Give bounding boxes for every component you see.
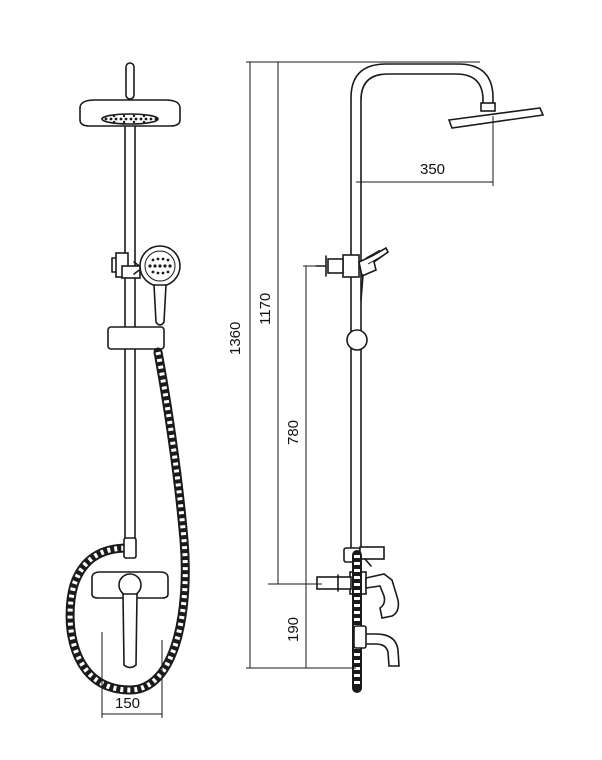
dim-150-label: 150	[115, 695, 140, 712]
front-hand-shower-holder	[111, 252, 143, 279]
front-shower-hose	[65, 347, 190, 695]
front-mixer-body	[91, 571, 169, 599]
dim-1360-label: 1360	[227, 322, 244, 355]
side-bath-spout	[361, 633, 400, 667]
side-head-connector	[480, 102, 496, 112]
side-view: 350	[315, 63, 545, 693]
side-slide-ball	[346, 329, 368, 351]
front-lower-connector	[123, 537, 137, 559]
side-hand-shower-holder	[315, 246, 390, 301]
front-lever-spout	[122, 593, 138, 669]
dim-1170-label: 1170	[257, 293, 274, 325]
dimension-lines	[246, 61, 480, 669]
dim-150-lines	[101, 632, 163, 718]
front-rain-head-nozzles	[104, 114, 158, 124]
dim-780-label: 780	[285, 420, 302, 445]
side-riser-gooseneck	[350, 63, 494, 549]
dim-350-label: 350	[420, 161, 445, 178]
front-rain-shower-head	[79, 99, 181, 127]
front-slide-clamp	[107, 326, 165, 350]
side-rain-head	[447, 107, 545, 129]
dim-190-label: 190	[285, 617, 302, 642]
front-view: 150	[65, 62, 190, 718]
front-hand-shower-head	[139, 245, 181, 326]
front-riser-top-cap	[125, 62, 135, 100]
